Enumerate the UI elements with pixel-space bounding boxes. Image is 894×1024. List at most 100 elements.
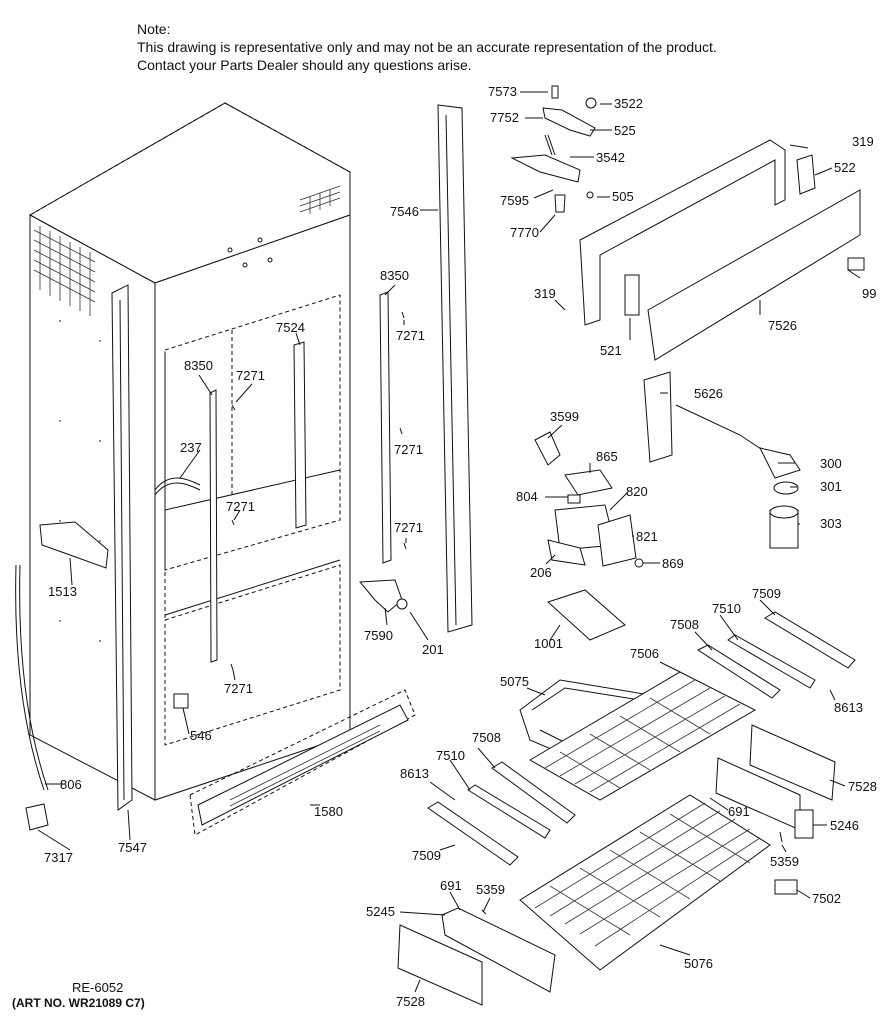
reference-number: RE-6052 bbox=[72, 980, 124, 995]
label-206: 206 bbox=[530, 565, 552, 580]
label-303: 303 bbox=[820, 516, 842, 531]
part-7506-basket bbox=[529, 671, 757, 801]
label-7528-bottom: 7528 bbox=[396, 994, 425, 1009]
label-7595: 7595 bbox=[500, 193, 529, 208]
label-319-top: 319 bbox=[852, 134, 874, 149]
label-7770: 7770 bbox=[510, 225, 539, 240]
label-7271-f: 7271 bbox=[224, 681, 253, 696]
label-820: 820 bbox=[626, 484, 648, 499]
label-7502: 7502 bbox=[812, 891, 841, 906]
note-line-1: This drawing is representative only and … bbox=[137, 39, 717, 55]
label-1001: 1001 bbox=[534, 636, 563, 651]
part-7509-rail-lower bbox=[427, 801, 519, 866]
part-804 bbox=[567, 494, 581, 504]
label-7271-a: 7271 bbox=[396, 328, 425, 343]
label-3542: 3542 bbox=[596, 150, 625, 165]
leader-lines bbox=[37, 91, 861, 993]
label-8350-left: 8350 bbox=[184, 358, 213, 373]
label-301: 301 bbox=[820, 479, 842, 494]
label-7271-d: 7271 bbox=[226, 499, 255, 514]
part-5626-bracket bbox=[643, 371, 673, 463]
label-5076: 5076 bbox=[684, 956, 713, 971]
label-7271-c: 7271 bbox=[394, 442, 423, 457]
part-237-cord bbox=[154, 477, 201, 496]
part-7508-rail-lower bbox=[491, 761, 576, 824]
label-521: 521 bbox=[600, 343, 622, 358]
part-5246 bbox=[794, 809, 814, 839]
label-8350-right: 8350 bbox=[380, 268, 409, 283]
label-1513: 1513 bbox=[48, 584, 77, 599]
label-691-right: 691 bbox=[728, 804, 750, 819]
part-8350-strip-right bbox=[379, 291, 392, 564]
label-7506: 7506 bbox=[630, 646, 659, 661]
part-5245-rail bbox=[441, 907, 556, 993]
label-505: 505 bbox=[612, 189, 634, 204]
label-7509-upper: 7509 bbox=[752, 586, 781, 601]
label-7526: 7526 bbox=[768, 318, 797, 333]
cabinet-vent-left bbox=[33, 226, 96, 316]
part-7502 bbox=[774, 879, 798, 895]
label-869: 869 bbox=[662, 556, 684, 571]
part-7546-rail bbox=[437, 104, 473, 633]
label-806: 806 bbox=[60, 777, 82, 792]
part-8350-strip-left bbox=[209, 389, 218, 663]
part-7510-rail-lower bbox=[467, 784, 551, 839]
label-7752: 7752 bbox=[490, 110, 519, 125]
label-5359-right: 5359 bbox=[770, 854, 799, 869]
label-8613-left: 8613 bbox=[400, 766, 429, 781]
label-821: 821 bbox=[636, 529, 658, 544]
part-300-probe bbox=[675, 404, 771, 456]
label-7510-lower: 7510 bbox=[436, 748, 465, 763]
part-521 bbox=[624, 274, 640, 316]
label-319-mid: 319 bbox=[534, 286, 556, 301]
label-7590: 7590 bbox=[364, 628, 393, 643]
part-7509-rail-upper bbox=[764, 611, 856, 669]
screws-7271 bbox=[230, 311, 407, 671]
part-7317-clip bbox=[25, 803, 49, 831]
label-300: 300 bbox=[820, 456, 842, 471]
part-7508-rail-upper bbox=[696, 644, 781, 699]
label-5626: 5626 bbox=[694, 386, 723, 401]
cabinet-vent-top bbox=[299, 185, 341, 214]
label-5246: 5246 bbox=[830, 818, 859, 833]
label-7508-lower: 7508 bbox=[472, 730, 501, 745]
label-7508-upper: 7508 bbox=[670, 617, 699, 632]
label-7546: 7546 bbox=[390, 204, 419, 219]
part-5359-clip-right bbox=[779, 831, 783, 843]
label-804: 804 bbox=[516, 489, 538, 504]
part-number-labels: 7573 3522 7752 525 3542 7595 505 7770 31… bbox=[44, 84, 877, 1009]
part-3599 bbox=[534, 431, 561, 466]
label-525: 525 bbox=[614, 123, 636, 138]
label-237: 237 bbox=[180, 440, 202, 455]
part-7524-strip bbox=[293, 341, 307, 529]
note-heading: Note: bbox=[137, 21, 171, 37]
label-7528-right: 7528 bbox=[848, 779, 877, 794]
label-5075: 5075 bbox=[500, 674, 529, 689]
part-806-strip bbox=[15, 564, 49, 791]
part-1513-hinge bbox=[39, 521, 109, 569]
label-7573: 7573 bbox=[488, 84, 517, 99]
label-7547: 7547 bbox=[118, 840, 147, 855]
part-691-screw-bottom bbox=[481, 909, 487, 915]
label-7271-e: 7271 bbox=[394, 520, 423, 535]
label-691-bottom: 691 bbox=[440, 878, 462, 893]
part-1580-kickplate bbox=[197, 704, 409, 826]
part-7510-rail-upper bbox=[727, 634, 816, 689]
label-546: 546 bbox=[190, 728, 212, 743]
part-7528-panel-right bbox=[749, 724, 836, 801]
label-3599: 3599 bbox=[550, 409, 579, 424]
label-201: 201 bbox=[422, 642, 444, 657]
note-line-2: Contact your Parts Dealer should any que… bbox=[137, 57, 472, 73]
label-522: 522 bbox=[834, 160, 856, 175]
part-1580-outline bbox=[189, 689, 416, 836]
part-7526-panel bbox=[647, 189, 861, 361]
art-number: (ART NO. WR21089 C7) bbox=[12, 996, 145, 1010]
part-546 bbox=[173, 693, 189, 709]
part-1001 bbox=[547, 589, 626, 641]
label-3522: 3522 bbox=[614, 96, 643, 111]
part-522 bbox=[796, 154, 816, 195]
part-99 bbox=[847, 257, 865, 271]
part-301 bbox=[773, 481, 799, 495]
part-869 bbox=[634, 558, 644, 568]
